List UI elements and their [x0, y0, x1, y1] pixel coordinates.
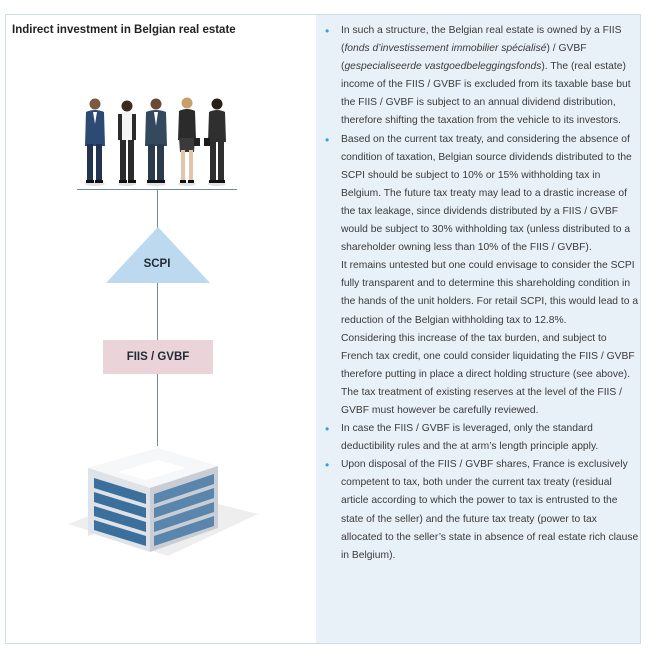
bullet-paragraph: It remains untested but one could envisa…	[341, 260, 639, 326]
section-title: Indirect investment in Belgian real esta…	[12, 24, 236, 36]
bullet-paragraph: Based on the current tax treaty, and con…	[341, 133, 632, 254]
text-segment: ). The (real estate) income of the FIIS …	[341, 61, 631, 127]
office-building-icon	[68, 448, 258, 556]
connector-line	[157, 283, 158, 340]
italic-term: gespecialiseerde vastgoedbeleggingsfonds	[344, 61, 542, 73]
bullet-icon: •	[325, 24, 330, 38]
investor-figure	[204, 98, 226, 186]
bullet-item: • Based on the current tax treaty, and c…	[324, 131, 640, 421]
bullet-item: • Upon disposal of the FIIS / GVBF share…	[324, 456, 640, 565]
bullet-paragraph: Upon disposal of the FIIS / GVBF shares,…	[341, 459, 639, 561]
connector-line	[157, 189, 158, 229]
content-frame	[5, 14, 641, 644]
investor-figure	[178, 97, 200, 186]
bullet-icon: •	[325, 458, 330, 473]
text-segment: In such a structure, the Belgian real es…	[341, 25, 622, 55]
text-panel	[316, 15, 640, 643]
bullet-icon: •	[325, 422, 330, 437]
bullet-item: • In such a structure, the Belgian real …	[324, 22, 640, 131]
scpi-label: SCPI	[143, 258, 171, 270]
investor-figure	[145, 98, 167, 186]
scpi-triangle	[106, 227, 210, 283]
bullet-paragraph: Considering this increase of the tax bur…	[341, 332, 635, 416]
investor-figure	[85, 98, 105, 186]
investor-figure	[118, 100, 136, 186]
italic-term: fonds d’investissement immobilier spécia…	[344, 43, 547, 55]
bullet-item: • In case the FIIS / GVBF is leveraged, …	[324, 420, 640, 456]
text-segment: ) / GVBF (	[341, 43, 587, 73]
fiis-gvbf-box: FIIS / GVBF	[103, 340, 213, 374]
connector-line	[157, 374, 158, 446]
investors-group-icon	[85, 97, 226, 186]
bullet-icon: •	[325, 132, 330, 147]
bullet-paragraph: In case the FIIS / GVBF is leveraged, on…	[341, 423, 599, 453]
bullet-paragraph: In such a structure, the Belgian real es…	[341, 22, 640, 131]
bullet-list: • In such a structure, the Belgian real …	[324, 22, 640, 565]
